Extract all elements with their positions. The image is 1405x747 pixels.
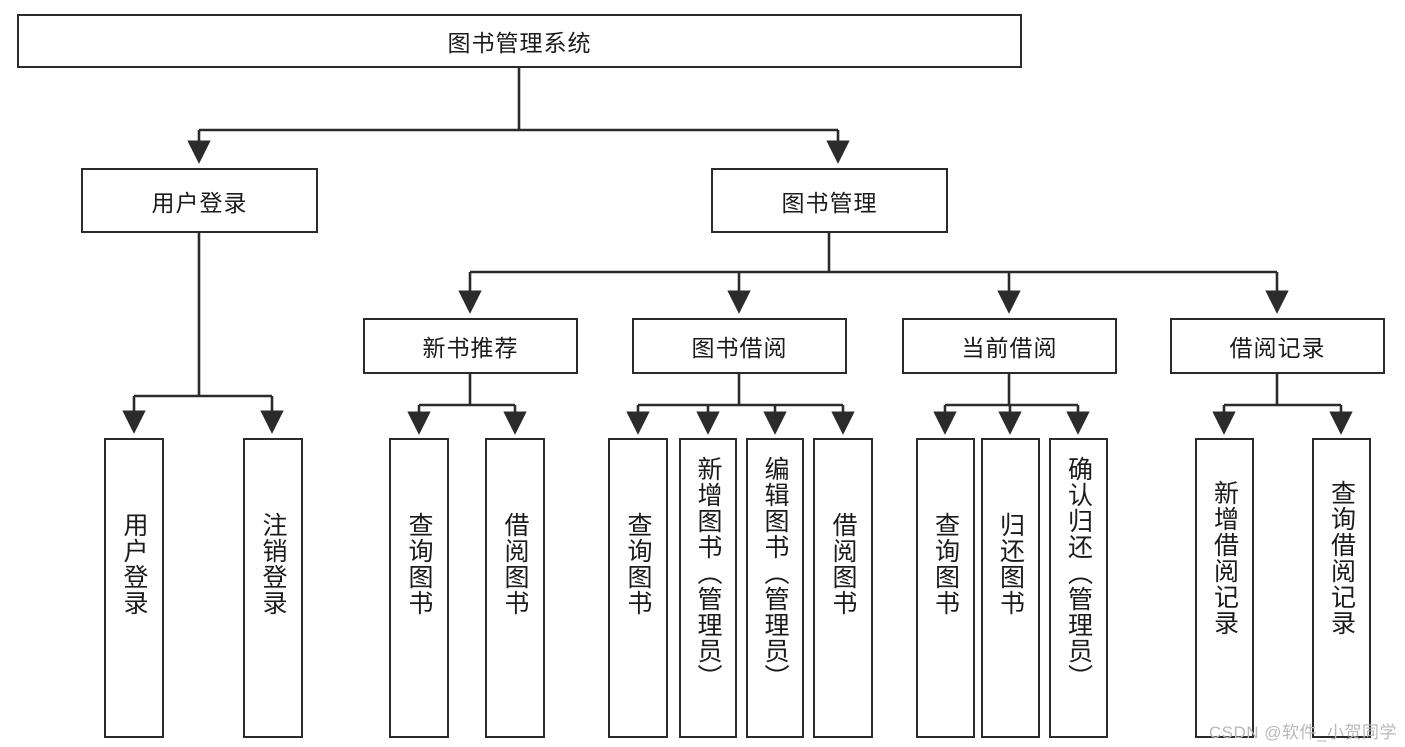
node-leaf-borrow-book[interactable]: 借阅图书	[813, 438, 873, 738]
node-leaf-add-borrow-record-label: 新增借阅记录	[1210, 480, 1239, 636]
node-new-book-recommend[interactable]: 新书推荐	[363, 318, 578, 374]
node-borrow-record-label: 借阅记录	[1229, 335, 1326, 361]
node-leaf-borrow-book-label: 借阅图书	[829, 512, 857, 616]
node-user-login[interactable]: 用户登录	[81, 168, 318, 233]
node-leaf-return-book-label: 归还图书	[996, 512, 1025, 616]
node-leaf-user-login-label: 用户登录	[120, 512, 148, 616]
node-leaf-edit-book-admin[interactable]: 编辑图书（管理员）	[746, 438, 804, 738]
node-leaf-add-book-admin-label: 新增图书（管理员）	[694, 456, 722, 690]
node-leaf-logout-login-label: 注销登录	[259, 512, 287, 616]
node-leaf-query-book-borrow[interactable]: 查询图书	[608, 438, 668, 738]
node-current-borrow[interactable]: 当前借阅	[902, 318, 1117, 374]
node-leaf-confirm-return-admin-label: 确认归还（管理员）	[1064, 456, 1093, 690]
node-leaf-user-login[interactable]: 用户登录	[104, 438, 164, 738]
node-book-borrow[interactable]: 图书借阅	[632, 318, 847, 374]
node-leaf-query-book-borrow-label: 查询图书	[624, 512, 652, 616]
watermark: CSDN @软件_小贺同学	[1208, 723, 1397, 742]
node-user-login-label: 用户登录	[151, 189, 248, 216]
node-leaf-logout-login[interactable]: 注销登录	[243, 438, 303, 738]
node-leaf-borrow-book-rec-label: 借阅图书	[501, 512, 529, 616]
node-leaf-query-book-current-label: 查询图书	[931, 512, 960, 616]
node-book-borrow-label: 图书借阅	[691, 335, 788, 361]
node-leaf-query-borrow-record-label: 查询借阅记录	[1327, 480, 1356, 636]
node-book-manage[interactable]: 图书管理	[711, 168, 948, 233]
node-leaf-edit-book-admin-label: 编辑图书（管理员）	[761, 456, 789, 690]
node-root[interactable]: 图书管理系统	[17, 14, 1022, 68]
node-book-manage-label: 图书管理	[781, 189, 878, 216]
node-leaf-query-book-current[interactable]: 查询图书	[916, 438, 975, 738]
node-borrow-record[interactable]: 借阅记录	[1170, 318, 1385, 374]
node-leaf-query-book-rec-label: 查询图书	[405, 512, 433, 616]
node-root-label: 图书管理系统	[447, 30, 592, 56]
node-new-book-recommend-label: 新书推荐	[422, 335, 519, 361]
node-leaf-borrow-book-rec[interactable]: 借阅图书	[485, 438, 545, 738]
node-leaf-add-borrow-record[interactable]: 新增借阅记录	[1195, 438, 1254, 738]
node-leaf-query-book-rec[interactable]: 查询图书	[389, 438, 449, 738]
node-leaf-add-book-admin[interactable]: 新增图书（管理员）	[679, 438, 737, 738]
node-leaf-confirm-return-admin[interactable]: 确认归还（管理员）	[1049, 438, 1108, 738]
node-leaf-query-borrow-record[interactable]: 查询借阅记录	[1312, 438, 1371, 738]
node-leaf-return-book[interactable]: 归还图书	[981, 438, 1040, 738]
node-current-borrow-label: 当前借阅	[961, 335, 1058, 361]
